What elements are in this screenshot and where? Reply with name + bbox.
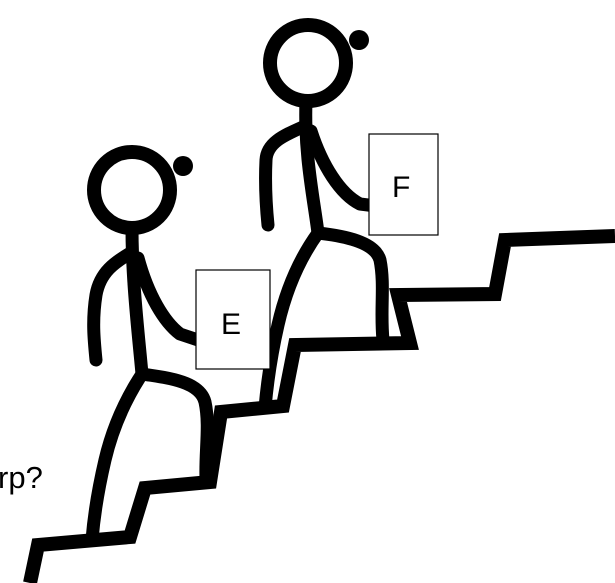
card-e-label: E — [221, 308, 241, 341]
card-f-label: F — [392, 171, 410, 204]
stick-figure-right-head — [270, 25, 346, 101]
stick-figure-left-front-arm — [138, 258, 198, 340]
stick-figure-left-head — [94, 152, 170, 228]
stick-figure-right-hair-knot — [349, 30, 369, 50]
stick-figure-left-back-arm — [94, 252, 132, 360]
stick-figure-right-front-arm — [311, 131, 376, 206]
caption-text: rp? — [0, 458, 43, 498]
stick-figure-left-hair-knot — [173, 156, 193, 176]
stick-figure-right-back-arm — [266, 126, 305, 225]
stick-figure-left-front-leg — [142, 374, 207, 478]
stick-figure-right-front-leg — [318, 233, 383, 340]
